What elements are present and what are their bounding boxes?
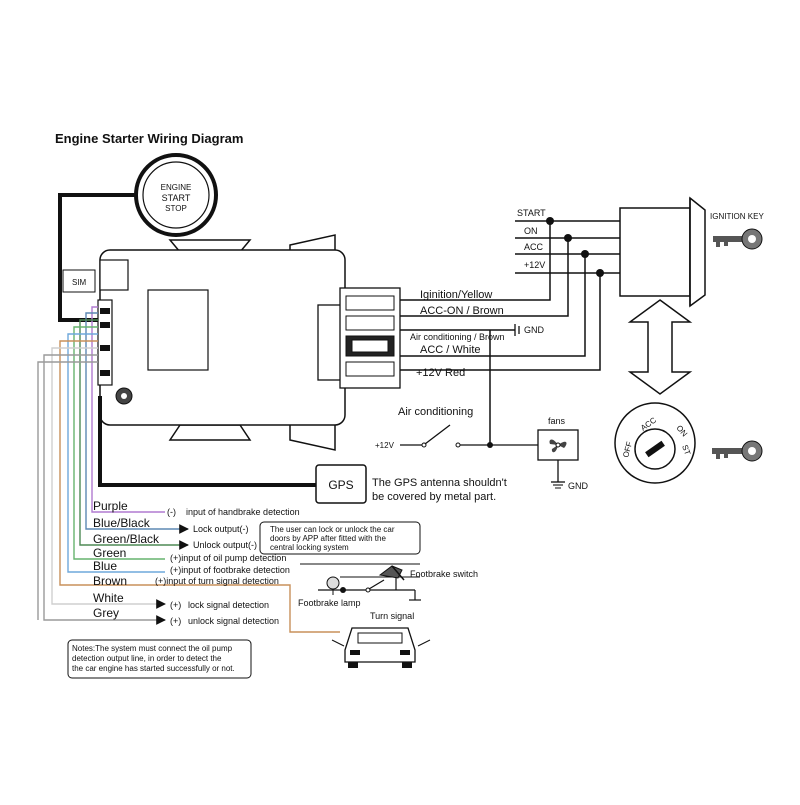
air-wire-gnd-label: GND	[524, 325, 545, 335]
turn-signal-label: Turn signal	[370, 611, 414, 621]
button-label-engine: ENGINE	[161, 183, 192, 192]
gps-antenna: GPS The GPS antenna shouldn't be covered…	[315, 464, 507, 504]
wire-func-grey: unlock signal detection	[188, 616, 279, 626]
button-label-start: START	[162, 193, 191, 203]
wire-func-white: lock signal detection	[188, 600, 269, 610]
sim-label: SIM	[72, 278, 87, 287]
wire-name-grey: Grey	[93, 606, 119, 620]
ac-label: Air conditioning	[398, 406, 473, 418]
wire-sign-white: (+)	[170, 600, 181, 610]
terminal-acc-label: ACC	[524, 242, 544, 252]
harness-wires	[37, 306, 340, 633]
footbrake-lamp-label: Footbrake lamp	[298, 598, 361, 608]
acc-on-wire-label: ACC-ON / Brown	[420, 305, 504, 317]
ignition-wire: Iginition/Yellow	[400, 221, 551, 301]
red-12v-wire-label: +12V Red	[416, 367, 465, 379]
control-module	[97, 234, 346, 451]
gps-label: GPS	[328, 478, 353, 492]
notes-line3: the car engine has started successfully …	[72, 664, 235, 673]
app-note-box: The user can lock or unlock the car door…	[259, 521, 421, 555]
ignition-dial: OFF ACC ON ST	[614, 402, 696, 484]
wire-name-green-black: Green/Black	[93, 532, 160, 546]
air-conditioning-wire-label: Air conditioning / Brown	[410, 332, 505, 342]
lamp-icon	[326, 576, 340, 595]
wire-name-blue-black: Blue/Black	[93, 516, 151, 530]
engine-start-stop-button: ENGINE START STOP	[134, 153, 218, 237]
main-connector	[317, 287, 401, 389]
fans-gnd-label: GND	[568, 481, 589, 491]
notes-line2: detection output line, in order to detec…	[72, 654, 222, 663]
dial-key-icon	[712, 440, 763, 462]
car-icon: Turn signal	[331, 611, 431, 668]
key-icon	[713, 228, 763, 250]
wire-func-blue: (+)input of footbrake detection	[170, 565, 290, 575]
wire-name-green: Green	[93, 546, 126, 560]
app-note-line2: doors by APP after fitted with the	[270, 534, 386, 543]
ignition-lock: IGNITION KEY	[619, 196, 764, 308]
terminal-start-label: START	[517, 208, 546, 218]
fan-icon: fans GND	[537, 416, 589, 491]
wire-sign-grey: (+)	[170, 616, 181, 626]
wire-func-green-black: Unlock output(-)	[193, 540, 257, 550]
acc-white-wire: ACC / White	[400, 254, 586, 357]
app-note-line3: central locking system	[270, 543, 349, 552]
app-note-line1: The user can lock or unlock the car	[270, 525, 395, 534]
air-conditioning-wire: Air conditioning / Brown GND	[400, 324, 545, 445]
footbrake-circuit: Footbrake switch Footbrake lamp	[298, 569, 478, 608]
ignition-key-terminals: START ON ACC +12V	[515, 208, 620, 277]
wire-func-green: (+)input of oil pump detection	[170, 553, 286, 563]
gps-note-line2: be covered by metal part.	[372, 491, 496, 503]
wire-name-blue: Blue	[93, 559, 117, 573]
wire-func-brown: (+)input of turn signal detection	[155, 576, 279, 586]
button-label-stop: STOP	[165, 204, 187, 213]
acc-white-wire-label: ACC / White	[420, 344, 481, 356]
footbrake-switch-label: Footbrake switch	[410, 569, 478, 579]
terminal-12v-label: +12V	[524, 260, 545, 270]
ac-12v-label: +12V	[375, 441, 395, 450]
wire-func-blue-black: Lock output(-)	[193, 524, 249, 534]
wire-name-brown: Brown	[93, 574, 127, 588]
gps-note-line1: The GPS antenna shouldn't	[372, 477, 507, 489]
ignition-wire-label: Iginition/Yellow	[420, 289, 492, 301]
notes-line1: Notes:The system must connect the oil pu…	[72, 644, 233, 653]
wire-name-white: White	[93, 591, 124, 605]
fans-label: fans	[548, 416, 566, 426]
double-arrow-icon	[627, 299, 693, 395]
acc-on-wire: ACC-ON / Brown	[400, 238, 569, 317]
wire-sign-purple: (-)	[167, 507, 176, 517]
air-conditioning-circuit: Air conditioning +12V	[375, 406, 538, 450]
wire-name-purple: Purple	[93, 499, 128, 513]
dial-off-label: OFF	[621, 441, 634, 459]
dial-st-label: ST	[680, 444, 692, 457]
terminal-on-label: ON	[524, 226, 538, 236]
red-12v-wire: +12V Red	[400, 273, 601, 379]
pedal-icon	[378, 565, 405, 581]
gps-cable	[98, 396, 316, 487]
wire-list: Purple (-) input of handbrake detection …	[93, 499, 300, 626]
wire-func-purple: input of handbrake detection	[186, 507, 300, 517]
diagram-title: Engine Starter Wiring Diagram	[55, 131, 243, 146]
sim-card: SIM	[62, 269, 96, 293]
ignition-key-label: IGNITION KEY	[710, 212, 764, 221]
notes-box: Notes:The system must connect the oil pu…	[67, 639, 252, 679]
